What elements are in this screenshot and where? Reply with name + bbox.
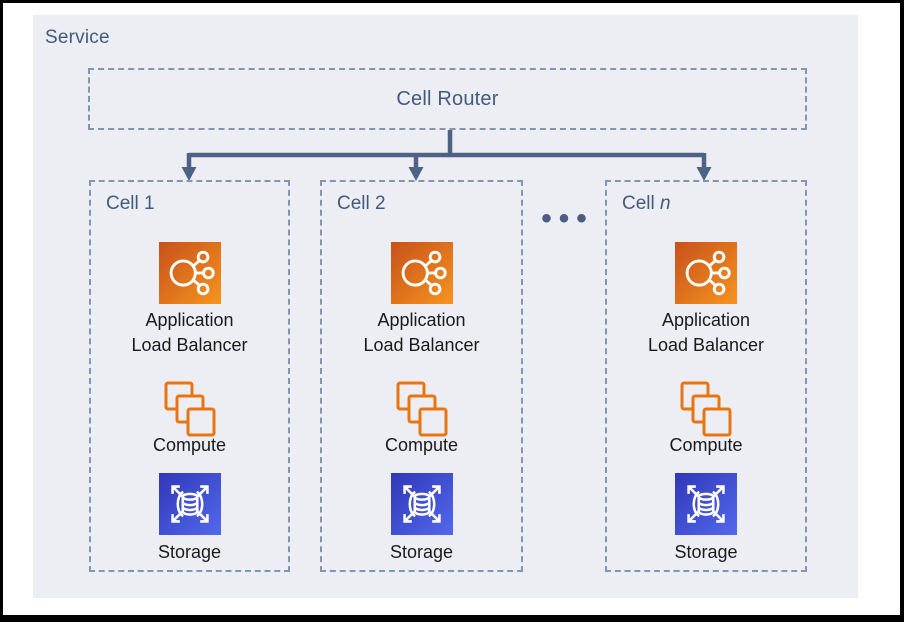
cell-router-label: Cell Router (396, 87, 499, 110)
compute-label: Compute (152, 435, 227, 455)
application-load-balancer-icon (390, 242, 453, 304)
compute-icon (396, 381, 447, 437)
storage-icon (390, 473, 453, 535)
more-cells-ellipsis: ••• (541, 202, 594, 235)
application-load-balancer-icon (675, 242, 737, 304)
storage-label: Storage (674, 542, 738, 562)
compute-icon (164, 381, 215, 437)
cell-2-label: Cell 2 (337, 193, 386, 214)
storage-label: Storage (157, 542, 222, 562)
compute-label: Compute (384, 435, 459, 455)
application-load-balancer-icon (158, 242, 221, 304)
compute-icon (680, 381, 732, 437)
cell-n-label: Cell n (622, 193, 671, 214)
storage-icon (675, 473, 737, 535)
cell-router-box: Cell Router (88, 68, 807, 130)
cell-1-label: Cell 1 (106, 193, 155, 214)
compute-label: Compute (669, 435, 743, 455)
storage-label: Storage (389, 542, 454, 562)
service-label: Service (45, 27, 110, 48)
storage-icon (158, 473, 221, 535)
